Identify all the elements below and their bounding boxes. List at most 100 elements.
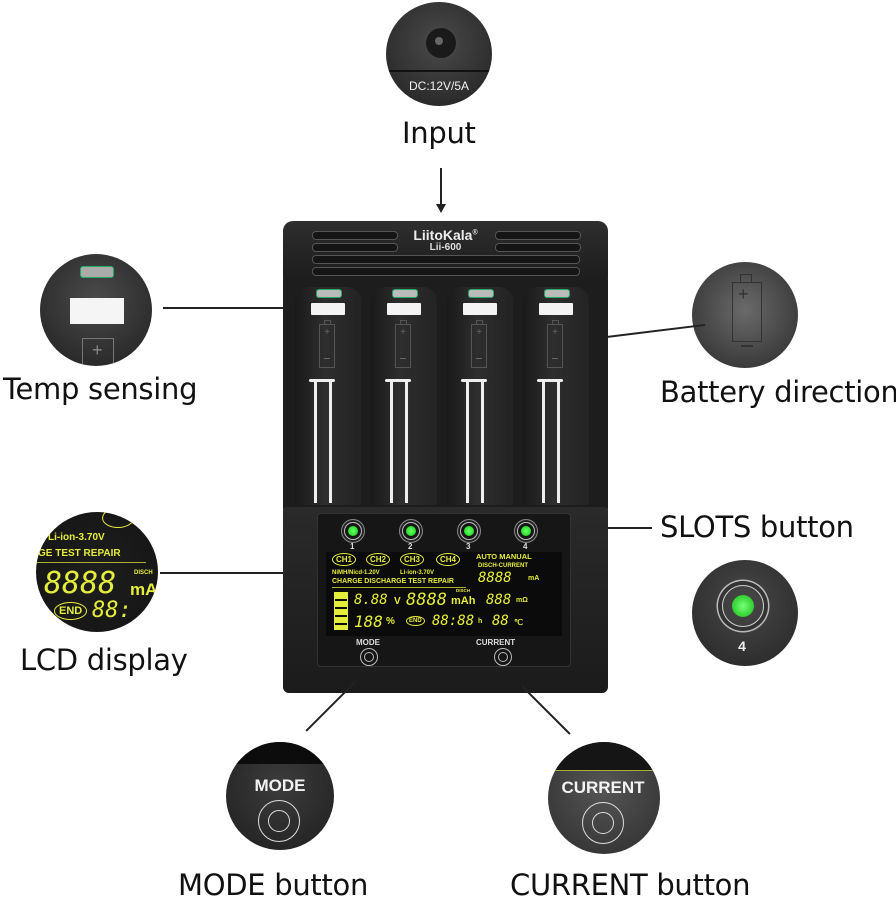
plus-sign: + bbox=[92, 340, 103, 360]
mode-button-label: MODE bbox=[356, 638, 380, 647]
dc-jack-icon bbox=[424, 26, 458, 60]
percent-digits: 188 bbox=[354, 612, 383, 631]
zoom-capacity-unit: mA bbox=[130, 580, 158, 599]
lcd-pointer-line bbox=[160, 572, 334, 574]
temp-zoom-circle: + bbox=[40, 254, 152, 366]
sensor-contact bbox=[80, 266, 114, 278]
ch2-badge: CH2 bbox=[366, 553, 391, 566]
control-panel: 1 2 3 4 CH1 CH2 CH3 CH4 AUTO MANUAL NiMH… bbox=[317, 513, 571, 667]
slot-button-3[interactable] bbox=[460, 522, 478, 540]
mode-zoom-circle: MODE bbox=[226, 742, 334, 850]
battery-tray: + + + + bbox=[283, 279, 608, 509]
slot-button-4[interactable] bbox=[517, 522, 535, 540]
battery-direction-icon: + bbox=[319, 320, 335, 368]
slots-pointer-line bbox=[568, 527, 652, 529]
dc-jack-pin bbox=[435, 37, 443, 45]
current-button-label: CURRENT bbox=[476, 638, 516, 647]
dc-spec-text: DC:12V/5A bbox=[408, 79, 470, 93]
slot-number-4: 4 bbox=[523, 542, 528, 551]
auto-manual-text: AUTO MANUAL bbox=[476, 552, 532, 561]
disch-current-text: DISCH-CURRENT bbox=[478, 563, 528, 569]
input-arrow bbox=[440, 168, 442, 208]
lcd-digits-fragment bbox=[244, 742, 255, 763]
battery-terminal bbox=[740, 274, 752, 282]
divider bbox=[332, 587, 466, 588]
battery-direction-icon: + bbox=[471, 320, 487, 368]
temp-sensor bbox=[468, 289, 494, 298]
current-button[interactable] bbox=[494, 648, 512, 666]
input-label: Input bbox=[402, 116, 476, 150]
battery-slot-1[interactable]: + bbox=[295, 287, 361, 505]
resistance-unit: mΩ bbox=[516, 597, 528, 604]
time-unit: h bbox=[478, 618, 483, 625]
lcd-strip bbox=[226, 742, 334, 764]
current-button-label-caption: CURRENT button bbox=[510, 868, 751, 902]
battery-direction-icon: + bbox=[395, 320, 411, 368]
mode-button-label-caption: MODE button bbox=[178, 868, 369, 902]
time-digits: 88:88 bbox=[432, 613, 475, 629]
slot-button-2[interactable] bbox=[402, 522, 420, 540]
input-arrow-head bbox=[436, 204, 446, 213]
resistance-digits: 888 bbox=[486, 592, 512, 608]
ch4-badge: CH4 bbox=[436, 553, 461, 566]
battery-direction-label: Battery direction bbox=[660, 375, 896, 409]
slot-led-light bbox=[732, 595, 754, 617]
slots-zoom-circle: 4 bbox=[692, 560, 798, 666]
divider bbox=[386, 70, 492, 72]
capacity-unit: mAh bbox=[451, 595, 476, 607]
temp-sensing-label: Temp sensing bbox=[3, 372, 198, 406]
current-button-inner bbox=[592, 812, 614, 834]
battery-direction-icon: + bbox=[547, 320, 563, 368]
battery-direction-icon bbox=[732, 282, 762, 342]
temp-sensor bbox=[544, 289, 570, 298]
slot-led-icon bbox=[722, 585, 764, 627]
slider-rail bbox=[405, 381, 408, 503]
vent bbox=[312, 255, 580, 264]
voltage-digits: 8.88 bbox=[354, 592, 388, 608]
slider-rail bbox=[542, 381, 545, 503]
slider-rail bbox=[390, 381, 393, 503]
mode-button-inner bbox=[268, 810, 290, 832]
slider-rail bbox=[557, 381, 560, 503]
current-zoom-circle: CURRENT bbox=[548, 742, 660, 854]
mode-button-icon bbox=[258, 800, 300, 842]
battery-slot-3[interactable]: + bbox=[447, 287, 513, 505]
divider bbox=[36, 562, 146, 563]
slot-button-1[interactable] bbox=[344, 522, 362, 540]
lcd-screen: CH1 CH2 CH3 CH4 AUTO MANUAL NiMH/Nicd-1.… bbox=[326, 552, 562, 636]
slot-number: 4 bbox=[738, 638, 746, 654]
slot-number-3: 3 bbox=[466, 542, 471, 551]
slot-number-2: 2 bbox=[408, 542, 413, 551]
zoom-ch-badge bbox=[102, 512, 134, 528]
vent bbox=[312, 243, 398, 252]
slots-button-label: SLOTS button bbox=[660, 510, 854, 544]
plus-sign: + bbox=[738, 284, 749, 304]
current-button-icon bbox=[582, 802, 624, 844]
disch-tag: DISCH bbox=[456, 588, 471, 593]
zoom-modes-text: GE TEST REPAIR bbox=[38, 548, 121, 559]
lcd-display-label: LCD display bbox=[20, 643, 188, 677]
battery-slot-2[interactable]: + bbox=[371, 287, 437, 505]
temp-pointer-line bbox=[163, 307, 323, 309]
zoom-time-digits: 88: bbox=[92, 598, 132, 623]
temp-sensor bbox=[316, 289, 342, 298]
model-name: Lii-600 bbox=[429, 242, 462, 253]
mode-zoom-label: MODE bbox=[254, 776, 306, 795]
temp-window bbox=[463, 303, 497, 315]
ch3-badge: CH3 bbox=[400, 553, 425, 566]
charger-top-cap: LiitoKala® Lii-600 bbox=[283, 221, 608, 281]
temp-window bbox=[387, 303, 421, 315]
current-digits: 8888 bbox=[478, 570, 512, 586]
nimh-voltage-text: NiMH/Nicd-1.20V bbox=[332, 570, 380, 576]
battery-level-icon bbox=[334, 592, 348, 630]
rail-top bbox=[309, 379, 335, 382]
battery-slot-4[interactable]: + bbox=[523, 287, 589, 505]
vent bbox=[495, 243, 581, 252]
temp-window bbox=[539, 303, 573, 315]
end-badge: END bbox=[406, 616, 425, 626]
slider-rail bbox=[481, 381, 484, 503]
battery-icon bbox=[82, 338, 114, 366]
temp-unit: ℃ bbox=[514, 618, 523, 627]
mode-button[interactable] bbox=[360, 648, 378, 666]
capacity-digits: 8888 bbox=[406, 590, 447, 610]
